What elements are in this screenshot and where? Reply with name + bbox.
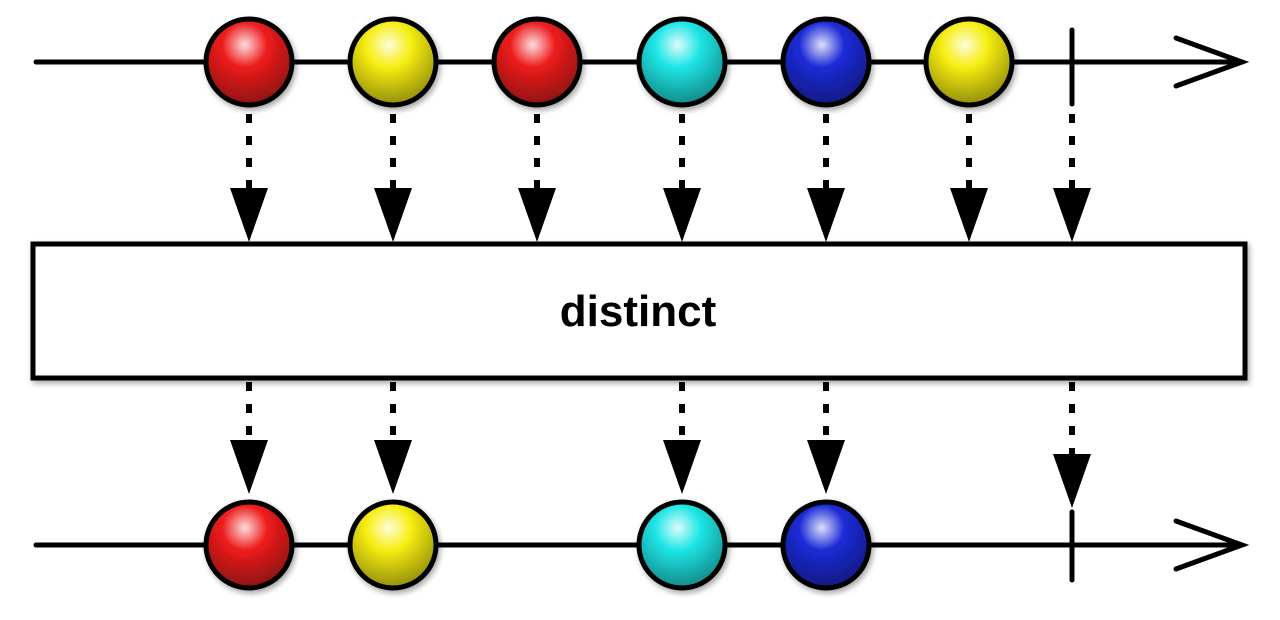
input-marble-1: [203, 16, 295, 108]
upper-connector-complete-icon: [1053, 114, 1091, 242]
operator-box-rect: [30, 241, 1248, 381]
lower-connector-4-icon: [663, 382, 701, 494]
output-marble-4: [636, 499, 728, 591]
upper-connector-4-icon: [663, 114, 701, 242]
input-marble-5: [780, 16, 872, 108]
lower-connector-5-icon: [807, 382, 845, 494]
input-marble-3: [491, 16, 583, 108]
upper-connector-3-icon: [518, 114, 556, 242]
input-marbles: [203, 16, 1015, 108]
lower-connector-complete-icon: [1053, 382, 1091, 508]
upper-connectors: [230, 114, 1091, 242]
output-marbles: [203, 499, 872, 591]
input-marble-2: [347, 16, 439, 108]
operator-label: distinct: [560, 287, 717, 336]
input-marble-6: [923, 16, 1015, 108]
lower-connector-1-icon: [230, 382, 268, 494]
input-timeline-arrow-icon: [1173, 35, 1250, 89]
output-marble-1: [203, 499, 295, 591]
lower-connector-2-icon: [374, 382, 412, 494]
lower-connectors: [230, 382, 1091, 508]
upper-connector-6-icon: [950, 114, 988, 242]
upper-connector-1-icon: [230, 114, 268, 242]
upper-connector-2-icon: [374, 114, 412, 242]
input-timeline: [33, 16, 1250, 108]
input-marble-4: [636, 16, 728, 108]
operator-box: [30, 241, 1248, 381]
upper-connector-5-icon: [807, 114, 845, 242]
output-marble-5: [780, 499, 872, 591]
output-marble-2: [347, 499, 439, 591]
output-timeline-arrow-icon: [1173, 518, 1250, 572]
output-timeline: [33, 499, 1250, 591]
